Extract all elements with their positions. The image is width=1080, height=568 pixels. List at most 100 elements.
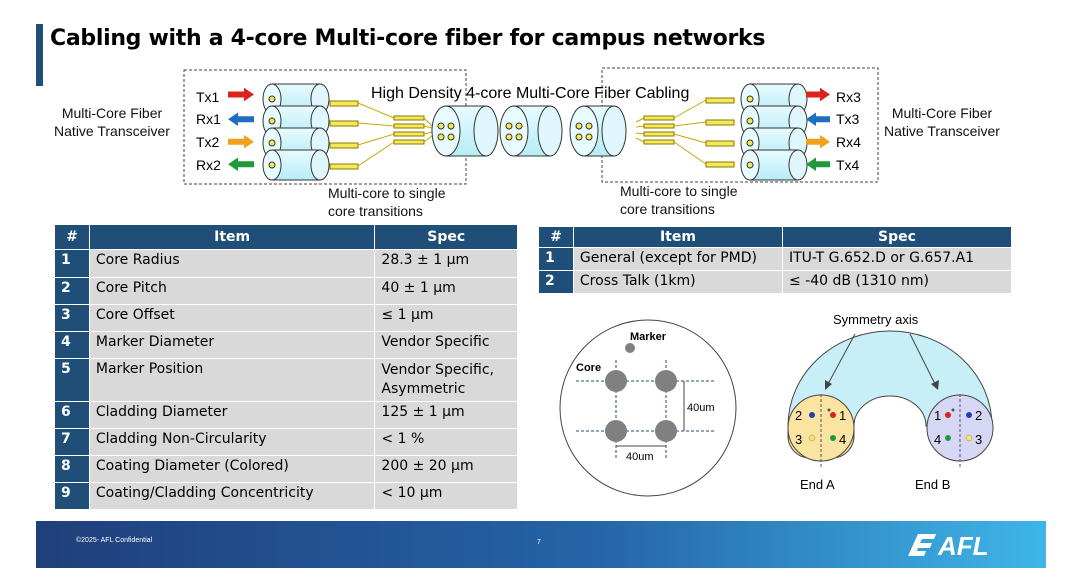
table-row: 6 Cladding Diameter 125 ± 1 µm (54, 401, 518, 429)
marker-label: Marker (630, 331, 667, 343)
core-layout-cross-section: Marker Core 40um 40um (559, 319, 737, 497)
mcf-cable-segment-1 (431, 105, 499, 157)
table-row: 1 Core Radius 28.3 ± 1 µm (54, 249, 518, 278)
row-num: 4 (54, 331, 90, 359)
right-transition-fibers (635, 97, 735, 168)
table-row: 9 Coating/Cladding Concentricity < 10 µm (54, 482, 518, 510)
mcf-cable-segment-2 (499, 105, 563, 157)
table-row: 2 Cross Talk (1km) ≤ -40 dB (1310 nm) (538, 270, 1013, 294)
table-row: 7 Cladding Non-Circularity < 1 % (54, 428, 518, 456)
left-transceiver-box (183, 69, 467, 185)
col-header-num: # (54, 224, 90, 250)
rx2-arrow-icon (228, 157, 254, 171)
table-row: 4 Marker Diameter Vendor Specific (54, 331, 518, 359)
tx4-arrow-icon (806, 157, 830, 171)
row-item: General (except for PMD) (572, 247, 783, 271)
row-spec: 200 ± 20 µm (374, 455, 518, 483)
col-header-spec: Spec (374, 224, 518, 250)
left-transition-fibers (329, 100, 433, 170)
tx3-arrow-icon (806, 112, 830, 126)
row-num: 2 (538, 270, 574, 294)
rx1-arrow-icon (228, 112, 254, 126)
afl-logo-text: AFL (937, 531, 989, 561)
row-item: Marker Position (88, 358, 376, 402)
fiber-cabling-diagram: Tx1 Rx1 Tx2 Rx2 Rx3 Tx3 Rx4 Tx4 High Den… (183, 67, 879, 185)
core-4 (655, 420, 677, 442)
row-item: Cladding Non-Circularity (88, 428, 376, 456)
row-item: Marker Diameter (88, 331, 376, 359)
col-header-num: # (538, 226, 574, 248)
table-row: 2 Core Pitch 40 ± 1 µm (54, 277, 518, 305)
row-spec: ≤ -40 dB (1310 nm) (781, 270, 1013, 294)
row-num: 7 (54, 428, 90, 456)
row-spec: 125 ± 1 µm (374, 401, 518, 429)
port-label-tx3: Tx3 (836, 111, 860, 127)
page-number: 7 (537, 539, 541, 546)
port-label-tx1: Tx1 (196, 89, 220, 105)
row-spec: ≤ 1 µm (374, 304, 518, 332)
footer-bar: ©2025- AFL Confidential 7 AFL (36, 521, 1046, 568)
row-item: Cladding Diameter (88, 401, 376, 429)
table-header-row: # Item Spec (54, 224, 518, 250)
core-label: Core (576, 362, 601, 374)
left-port-arrows (228, 87, 254, 171)
row-spec: 40 ± 1 µm (374, 277, 518, 305)
svg-text:2: 2 (975, 408, 982, 423)
copyright-text: ©2025- AFL Confidential (76, 537, 153, 544)
svg-text:4: 4 (934, 432, 941, 447)
page-title: Cabling with a 4-core Multi-core fiber f… (50, 26, 766, 51)
rx4-arrow-icon (806, 135, 830, 149)
row-item: Core Offset (88, 304, 376, 332)
row-spec: Vendor Specific (374, 331, 518, 359)
row-num: 1 (54, 249, 90, 278)
right-transceiver-label: Multi-Core Fiber Native Transceiver (884, 105, 1000, 139)
svg-text:4: 4 (839, 432, 846, 447)
row-spec: < 1 % (374, 428, 518, 456)
row-item: Coating/Cladding Concentricity (88, 482, 376, 510)
symmetry-axis-diagram: Symmetry axis 2 1 3 4 1 2 4 3 End A End … (787, 312, 994, 492)
row-num: 2 (54, 277, 90, 305)
left-fiber-stack (262, 83, 330, 181)
row-spec: 28.3 ± 1 µm (374, 249, 518, 278)
symmetry-axis-label: Symmetry axis (833, 312, 919, 327)
tx2-arrow-icon (228, 135, 254, 149)
port-label-tx4: Tx4 (836, 157, 860, 173)
row-num: 3 (54, 304, 90, 332)
row-item: Core Radius (88, 249, 376, 278)
table-row: 8 Coating Diameter (Colored) 200 ± 20 µm (54, 455, 518, 483)
row-spec: Vendor Specific, Asymmetric (374, 358, 518, 402)
right-port-arrows (806, 87, 830, 171)
col-header-spec: Spec (781, 226, 1013, 248)
core-3 (605, 420, 627, 442)
port-label-rx3: Rx3 (836, 89, 861, 105)
row-num: 8 (54, 455, 90, 483)
right-transition-label: Multi-core to single core transitions (620, 183, 738, 217)
left-transition-label: Multi-core to single core transitions (328, 185, 446, 219)
right-fiber-stack (740, 83, 808, 181)
row-item: Coating Diameter (Colored) (88, 455, 376, 483)
row-spec: ITU-T G.652.D or G.657.A1 (781, 247, 1013, 271)
tx1-arrow-icon (228, 87, 254, 102)
end-a-label: End A (800, 477, 835, 492)
port-label-rx4: Rx4 (836, 134, 861, 150)
col-header-item: Item (88, 224, 376, 250)
core-1 (605, 370, 627, 392)
end-b-label: End B (915, 477, 950, 492)
row-num: 6 (54, 401, 90, 429)
row-num: 9 (54, 482, 90, 510)
center-caption: High Density 4-core Multi-Core Fiber Cab… (371, 85, 689, 102)
left-transceiver-label: Multi-Core Fiber Native Transceiver (54, 105, 170, 139)
table-row: 1 General (except for PMD) ITU-T G.652.D… (538, 247, 1013, 271)
svg-text:3: 3 (975, 432, 982, 447)
port-label-rx2: Rx2 (196, 157, 221, 173)
table-row: 5 Marker Position Vendor Specific, Asymm… (54, 358, 518, 402)
rx3-arrow-icon (806, 87, 830, 102)
pitch-horizontal-label: 40um (626, 451, 654, 463)
mcf-cable-segment-3 (569, 105, 627, 157)
title-accent-bar (36, 24, 43, 86)
core-2 (655, 370, 677, 392)
table-row: 3 Core Offset ≤ 1 µm (54, 304, 518, 332)
svg-text:3: 3 (795, 432, 802, 447)
svg-text:1: 1 (934, 408, 941, 423)
row-item: Cross Talk (1km) (572, 270, 783, 294)
